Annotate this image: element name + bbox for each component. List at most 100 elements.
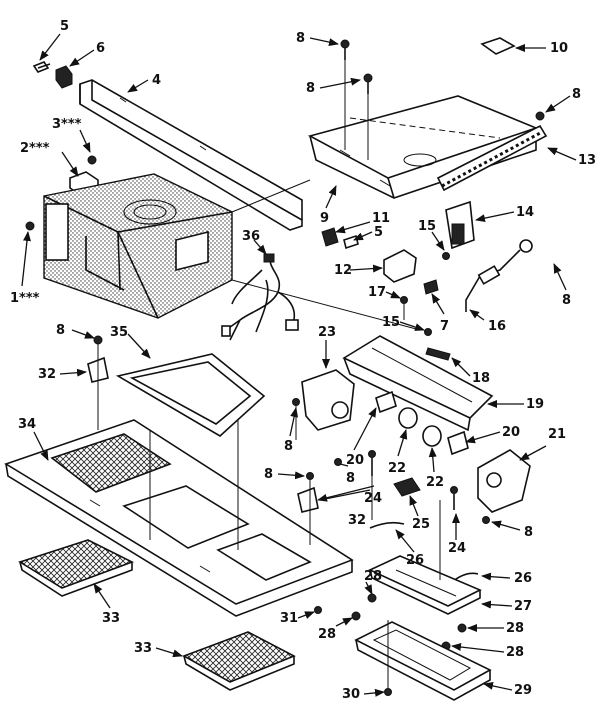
callout-arrow	[21, 231, 31, 287]
callout-arrow	[127, 333, 151, 359]
callout-label: 5	[374, 225, 383, 240]
callout-label: 31	[280, 611, 298, 626]
callout-label: 19	[526, 397, 544, 412]
callout-arrow	[339, 463, 349, 467]
screw-part-8-mid-d	[306, 472, 314, 480]
callout-arrow	[155, 647, 183, 658]
screw-part-8-right	[535, 111, 545, 121]
callout-arrow	[395, 529, 415, 553]
callout-arrow	[253, 239, 267, 255]
light-cover-part-19	[342, 335, 494, 432]
frame-part-35	[115, 353, 266, 437]
callout-arrow	[127, 79, 149, 93]
callout-label: 28	[318, 627, 336, 642]
callout-label: 17	[368, 285, 386, 300]
callout-arrow	[353, 407, 377, 451]
callout-label: 5	[60, 19, 69, 34]
callout-arrow	[349, 264, 383, 273]
callout-arrow	[79, 129, 91, 153]
callout-label: 14	[516, 205, 534, 220]
callout-arrow	[319, 77, 361, 89]
callout-label: 15	[418, 219, 436, 234]
seal-part-26-a	[369, 522, 405, 529]
callout-label: 18	[472, 371, 490, 386]
callout-label: 8	[524, 525, 533, 540]
callout-label: 34	[18, 417, 36, 432]
screw-part-1	[25, 221, 35, 231]
callout-arrow	[61, 151, 79, 177]
screw-part-8-mid-c	[334, 458, 342, 466]
screw-part-3	[87, 155, 97, 165]
callout-arrow	[33, 431, 49, 461]
callout-label: 28	[506, 621, 524, 636]
bracket-part-11	[321, 227, 339, 247]
callout-label: 1***	[10, 291, 40, 306]
callout-label: 26	[514, 571, 532, 586]
callout-label: 8	[264, 467, 273, 482]
callout-arrow	[39, 33, 61, 61]
assembly-lines	[97, 179, 441, 688]
socket-part-20-a	[375, 390, 397, 414]
screw-part-8-top-a	[340, 39, 350, 60]
callout-label: 9	[320, 211, 329, 226]
wire-harness-part-36	[221, 253, 299, 341]
pad-part-10	[480, 37, 516, 55]
callout-label: 20	[502, 425, 520, 440]
switch-bracket-part-14	[445, 200, 475, 250]
screw-part-24-b	[450, 486, 458, 510]
callout-label: 29	[514, 683, 532, 698]
callout-arrow	[325, 185, 337, 209]
callout-label: 3***	[52, 117, 82, 132]
callout-label: 20	[346, 453, 364, 468]
filter-part-33-b	[182, 631, 296, 691]
callout-arrow	[399, 321, 425, 331]
callout-arrow	[475, 211, 515, 223]
callout-label: 8	[56, 323, 65, 338]
callout-arrow	[545, 95, 571, 113]
screw-part-30	[384, 688, 392, 696]
callout-label: 33	[102, 611, 120, 626]
screw-part-8-mid-e	[482, 516, 490, 524]
callout-label: 13	[578, 153, 596, 168]
bottom-plate-part-34	[4, 419, 354, 617]
callout-label: 8	[346, 471, 355, 486]
callout-arrow	[465, 431, 501, 444]
callout-label: 24	[364, 491, 382, 506]
grille-bar-part-13	[436, 124, 548, 192]
callout-arrow	[451, 643, 505, 653]
callout-label: 8	[306, 81, 315, 96]
callout-label: 8	[572, 87, 581, 102]
motor-part-12	[383, 249, 417, 283]
callout-arrow	[385, 290, 401, 299]
callout-arrow	[481, 600, 513, 609]
callout-arrow	[353, 231, 373, 241]
callout-arrow	[289, 407, 299, 437]
screw-part-5-mid	[343, 234, 359, 250]
nut-part-28-a	[367, 593, 377, 603]
latch-part-21	[477, 449, 531, 513]
callout-label: 25	[412, 517, 430, 532]
callout-label: 23	[318, 325, 336, 340]
screw-part-15-a	[442, 252, 450, 260]
callout-arrow	[547, 147, 577, 161]
callout-label: 30	[342, 687, 360, 702]
callout-label: 11	[372, 211, 390, 226]
callout-label: 28	[506, 645, 524, 660]
callout-arrow	[553, 263, 567, 291]
clip-part-6	[55, 65, 73, 89]
callout-label: 24	[448, 541, 466, 556]
callout-arrow	[319, 489, 371, 501]
callout-arrow	[491, 520, 521, 531]
callout-arrow	[93, 583, 111, 609]
callout-arrow	[309, 37, 339, 47]
callout-label: 33	[134, 641, 152, 656]
callout-arrow	[317, 485, 375, 502]
callout-arrow	[397, 429, 408, 457]
callouts: 5 6 4 3*** 2*** 1*** 8 8 10 8 13 9 11 5 …	[10, 19, 596, 702]
screw-part-15-b	[424, 328, 432, 336]
oven-cavity	[43, 173, 233, 319]
callout-arrow	[59, 368, 87, 377]
callout-label: 22	[388, 461, 406, 476]
callout-label: 7	[440, 319, 449, 334]
